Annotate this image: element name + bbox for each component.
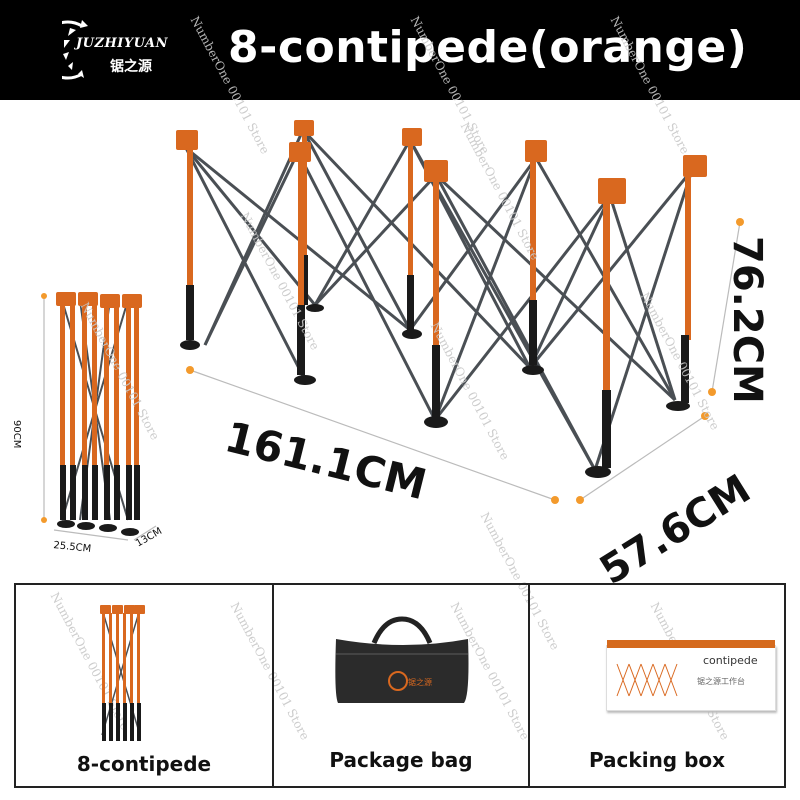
box-top-stripe <box>607 640 775 648</box>
leg-1 <box>176 130 200 350</box>
contents-label: Packing box <box>588 748 726 772</box>
leg-3 <box>289 142 316 385</box>
contents-item-contipede: 8-contipede <box>16 585 274 786</box>
bag-logo-text: 锯之源 <box>408 677 432 687</box>
leg-7 <box>585 178 626 478</box>
page-title: 8-contipede(orange) <box>228 22 748 73</box>
box-sub-text: 锯之源工作台 <box>697 677 745 686</box>
dimension-lines <box>43 221 741 541</box>
contents-label: Package bag <box>329 748 473 772</box>
package-contents-panel: 8-contipede 锯之源 Package bag contipe <box>14 583 786 788</box>
leg-4 <box>402 128 422 339</box>
leg-2 <box>294 120 324 312</box>
package-bag-image: 锯之源 <box>335 616 469 703</box>
leg-6 <box>522 140 547 375</box>
leg-8 <box>666 155 707 411</box>
leg-5 <box>424 160 448 428</box>
contents-label: 8-contipede <box>76 752 212 776</box>
box-contipede-drawing <box>616 663 678 697</box>
contents-item-package-bag: 锯之源 Package bag <box>274 585 530 786</box>
folded-contipede <box>56 292 142 536</box>
header-bar: JUZHIYUAN 锯之源 8-contipede(orange) <box>0 0 800 100</box>
height-dimension-label: 76.2CM <box>724 236 770 404</box>
packing-box-image: contipede 锯之源工作台 <box>606 640 776 711</box>
table-legs <box>176 120 707 478</box>
saw-blade-logo-icon <box>62 20 88 80</box>
contents-item-packing-box: contipede 锯之源工作台 Packing box <box>530 585 784 786</box>
folded-contipede-thumbnail <box>100 605 145 741</box>
box-brand-text: contipede <box>703 654 758 667</box>
folded-height-label: 90CM <box>11 420 22 449</box>
logo-text: JUZHIYUAN <box>76 36 169 51</box>
dimension-dots <box>41 218 744 523</box>
logo-chinese-text: 锯之源 <box>110 59 152 75</box>
